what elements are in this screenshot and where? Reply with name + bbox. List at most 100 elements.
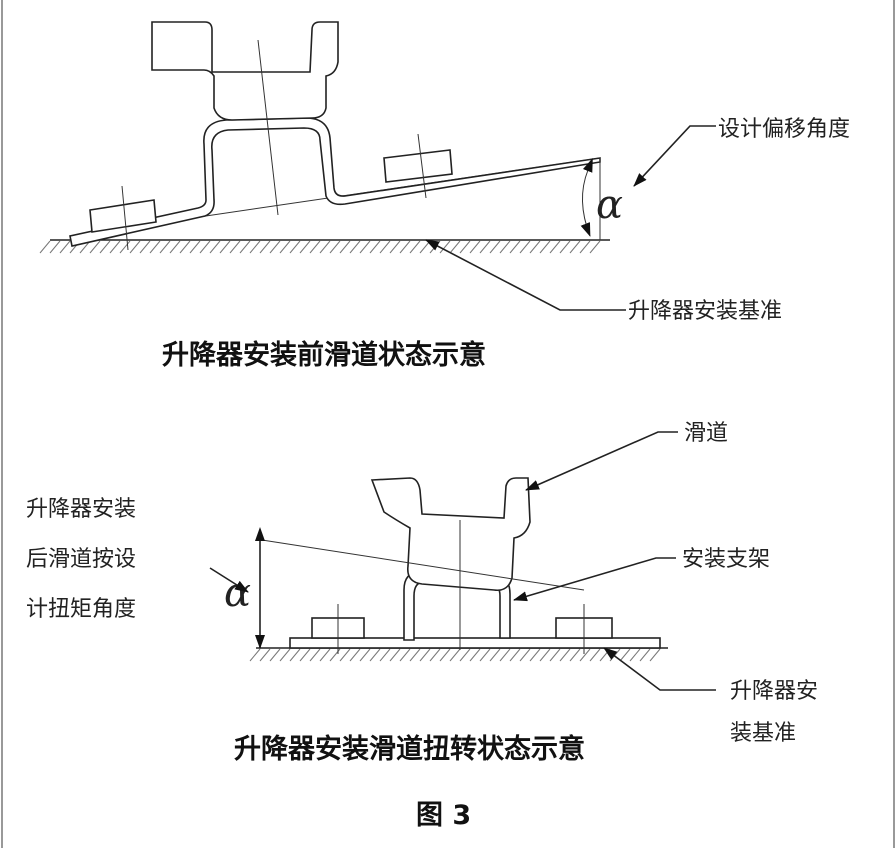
hatch-stroke — [159, 240, 171, 254]
hatch-stroke — [199, 240, 211, 254]
bottom-caption: 升降器安装滑道扭转状态示意 — [234, 733, 585, 765]
hatch-stroke — [329, 240, 341, 254]
hatch-stroke — [549, 648, 561, 662]
hatch-stroke — [109, 240, 121, 254]
hatch-stroke — [339, 240, 351, 254]
hatch-stroke — [449, 648, 461, 662]
hatch-stroke — [299, 648, 311, 662]
hatch-stroke — [169, 240, 181, 254]
hatch-stroke — [479, 648, 491, 662]
bottom-torque-label-line3: 计扭矩角度 — [26, 597, 136, 622]
bottom-base-plate — [289, 637, 661, 649]
bottom-slide-rail — [370, 477, 531, 592]
bottom-datum-label-line2: 装基准 — [730, 721, 796, 746]
hatch-stroke — [209, 240, 221, 254]
hatch-stroke — [249, 240, 261, 254]
hatch-stroke — [379, 648, 391, 662]
hatch-stroke — [639, 648, 651, 662]
top-left-block-axis — [121, 185, 129, 251]
bottom-slide-rail-label: 滑道 — [684, 421, 728, 446]
hatch-stroke — [559, 648, 571, 662]
hatch-stroke — [259, 240, 271, 254]
hatch-stroke — [379, 240, 391, 254]
bottom-diagram: α 升降器安装 后滑道按设 计扭矩角度 滑道 安装支架 升降器安 装基准 升降器… — [26, 421, 818, 765]
hatch-stroke — [559, 240, 571, 254]
hatch-stroke — [389, 240, 401, 254]
top-diagram: α 设计偏移角度 升降器安装基准 升降器安装前滑道状态示意 — [39, 21, 850, 371]
hatch-stroke — [189, 240, 201, 254]
top-angle-arc — [580, 157, 593, 237]
hatch-stroke — [319, 648, 331, 662]
hatch-stroke — [529, 648, 541, 662]
top-install-datum-label: 升降器安装基准 — [628, 299, 782, 324]
hatch-stroke — [229, 240, 241, 254]
bottom-datum-label-line1: 升降器安 — [730, 679, 818, 704]
hatch-stroke — [489, 648, 501, 662]
hatch-stroke — [399, 648, 411, 662]
hatch-stroke — [569, 648, 581, 662]
hatch-stroke — [439, 240, 451, 254]
hatch-stroke — [539, 240, 551, 254]
hatch-stroke — [299, 240, 311, 254]
hatch-stroke — [349, 648, 361, 662]
hatch-stroke — [39, 240, 51, 254]
bottom-torque-leader — [209, 567, 249, 593]
hatch-stroke — [59, 240, 71, 254]
hatch-stroke — [419, 240, 431, 254]
hatch-stroke — [369, 240, 381, 254]
top-right-block-axis — [417, 133, 427, 199]
hatch-stroke — [649, 648, 661, 662]
top-bracket — [151, 21, 339, 121]
hatch-stroke — [459, 240, 471, 254]
top-ground-hatch — [39, 240, 601, 254]
hatch-stroke — [629, 648, 641, 662]
top-center-line — [257, 39, 279, 216]
bottom-torque-label-line2: 后滑道按设 — [26, 547, 136, 572]
hatch-stroke — [129, 240, 141, 254]
hatch-stroke — [269, 240, 281, 254]
hatch-stroke — [509, 648, 521, 662]
hatch-stroke — [359, 240, 371, 254]
hatch-stroke — [539, 648, 551, 662]
hatch-stroke — [489, 240, 501, 254]
hatch-stroke — [309, 240, 321, 254]
hatch-stroke — [289, 240, 301, 254]
hatch-stroke — [179, 240, 191, 254]
bottom-datum-leader — [603, 647, 716, 691]
hatch-stroke — [469, 240, 481, 254]
hatch-stroke — [269, 648, 281, 662]
bottom-alpha-symbol: α — [224, 570, 251, 616]
hatch-stroke — [119, 240, 131, 254]
hatch-stroke — [619, 648, 631, 662]
hatch-stroke — [399, 240, 411, 254]
hatch-stroke — [519, 240, 531, 254]
hatch-stroke — [469, 648, 481, 662]
hatch-stroke — [569, 240, 581, 254]
hatch-stroke — [479, 240, 491, 254]
hatch-stroke — [409, 240, 421, 254]
hatch-stroke — [339, 648, 351, 662]
hatch-stroke — [429, 648, 441, 662]
hatch-stroke — [249, 648, 261, 662]
top-offset-angle-label: 设计偏移角度 — [718, 117, 850, 142]
bottom-bracket-leader — [513, 557, 676, 602]
hatch-stroke — [99, 240, 111, 254]
hatch-stroke — [279, 648, 291, 662]
bottom-ground-hatch — [249, 648, 661, 662]
hatch-stroke — [289, 648, 301, 662]
hatch-stroke — [349, 240, 361, 254]
bottom-mount-bracket-label: 安装支架 — [682, 547, 770, 572]
top-datum-leader — [425, 239, 626, 311]
hatch-stroke — [259, 648, 271, 662]
hatch-stroke — [589, 240, 601, 254]
hatch-stroke — [309, 648, 321, 662]
bottom-torque-label-line1: 升降器安装 — [26, 497, 136, 522]
hatch-stroke — [89, 240, 101, 254]
hatch-stroke — [139, 240, 151, 254]
figure-caption: 图 3 — [416, 800, 471, 831]
bottom-rail-leader — [525, 431, 678, 491]
hatch-stroke — [499, 240, 511, 254]
hatch-stroke — [449, 240, 461, 254]
hatch-stroke — [219, 240, 231, 254]
